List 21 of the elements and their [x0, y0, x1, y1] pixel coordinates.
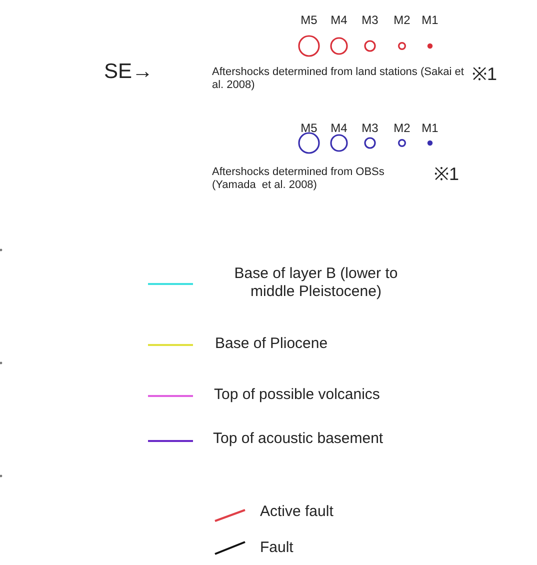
legend-caption: Aftershocks determined from land stations (Sakai et al. 2008) — [212, 66, 465, 92]
legend-text: Active fault — [260, 503, 334, 521]
direction-label: SE→ — [104, 60, 154, 84]
magnitude-label: M5 — [300, 14, 318, 28]
legend-caption: Aftershocks determined from OBSs (Yamada et al. 2008) — [212, 166, 386, 192]
legend-text: Base of Pliocene — [215, 335, 328, 353]
legend-text: Top of acoustic basement — [213, 430, 384, 448]
legend-text: Top of possible volcanics — [214, 386, 380, 404]
magnitude-label: M1 — [420, 122, 440, 136]
magnitude-label: M3 — [360, 14, 380, 28]
note-mark: ※1 — [434, 164, 460, 185]
magnitude-label: M3 — [360, 122, 380, 136]
magnitude-label: M4 — [330, 14, 348, 28]
magnitude-label: M1 — [420, 14, 440, 28]
magnitude-label: M2 — [392, 14, 412, 28]
legend-text: Base of layer B (lower to middle Pleistocene) — [233, 265, 399, 301]
legend-text: Fault — [260, 539, 294, 557]
magnitude-label: M2 — [392, 122, 412, 136]
note-mark: ※1 — [472, 64, 498, 85]
magnitude-label: M4 — [330, 122, 348, 136]
magnitude-label: M5 — [300, 122, 318, 136]
